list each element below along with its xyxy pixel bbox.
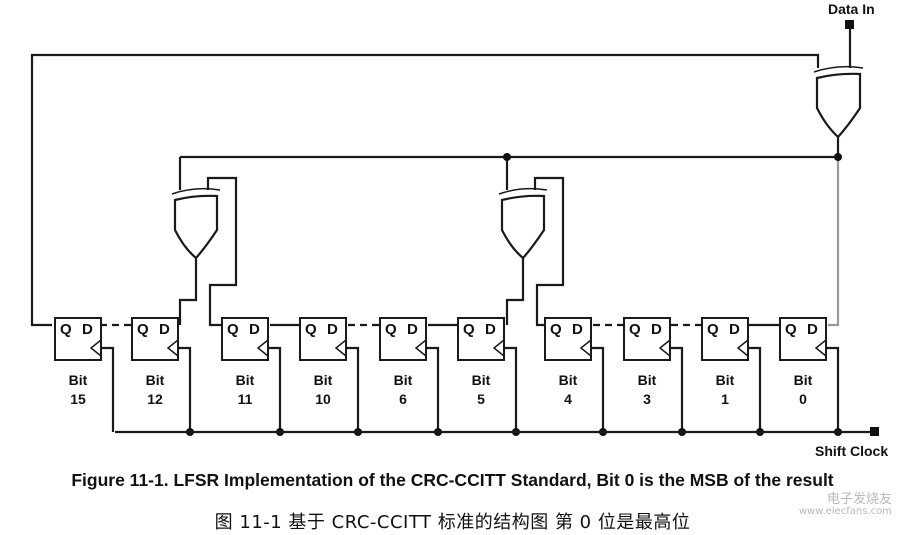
q-pin-label: Q	[305, 321, 317, 338]
xor-gate-middle	[498, 176, 565, 327]
clock-wire	[101, 346, 115, 432]
bit-number-label: 1	[721, 391, 729, 407]
d-pin-label: D	[327, 321, 338, 338]
d-pin-label: D	[407, 321, 418, 338]
clock-input-icon	[814, 339, 827, 357]
register-box	[701, 317, 749, 361]
bit-number-label: 15	[70, 391, 86, 407]
clock-wire	[268, 346, 282, 432]
register-box	[457, 317, 505, 361]
register-box	[379, 317, 427, 361]
bit-number-label: 3	[643, 391, 651, 407]
data-in-pin	[845, 20, 854, 29]
figure-caption-chinese: 图 11-1 基于 CRC-CCITT 标准的结构图 第 0 位是最高位	[214, 512, 691, 533]
watermark-text: 电子发烧友	[826, 492, 892, 507]
bit-number-label: 6	[399, 391, 407, 407]
d-pin-label: D	[651, 321, 662, 338]
junction-dot	[834, 153, 842, 161]
register-box	[544, 317, 592, 361]
q-pin-label: Q	[629, 321, 641, 338]
data-in-label: Data In	[828, 1, 875, 17]
watermark-url: www.elecfans.com	[798, 506, 892, 517]
d-pin-label: D	[807, 321, 818, 338]
bit-word-label: Bit	[559, 372, 578, 388]
bit-word-label: Bit	[638, 372, 657, 388]
bit-word-label: Bit	[394, 372, 413, 388]
d-pin-label: D	[82, 321, 93, 338]
d-pin-label: D	[249, 321, 260, 338]
register-box	[623, 317, 671, 361]
clock-wire	[504, 346, 518, 432]
clock-wire	[826, 346, 840, 432]
junction-dot	[503, 153, 511, 161]
register-box	[54, 317, 102, 361]
clock-input-icon	[736, 339, 749, 357]
xor-gate-left	[171, 176, 238, 327]
watermark-logo: 电子发烧友 www.elecfans.com	[798, 478, 900, 528]
bit-number-label: 4	[564, 391, 572, 407]
q-pin-label: Q	[227, 321, 239, 338]
d-pin-label: D	[485, 321, 496, 338]
clock-input-icon	[414, 339, 427, 357]
xor-gate-data-in	[813, 65, 864, 139]
bit-word-label: Bit	[716, 372, 735, 388]
d-pin-label: D	[572, 321, 583, 338]
register-box	[131, 317, 179, 361]
clock-wire	[748, 346, 762, 432]
clock-input-icon	[492, 339, 505, 357]
bit-number-label: 5	[477, 391, 485, 407]
q-pin-label: Q	[60, 321, 72, 338]
bit-word-label: Bit	[794, 372, 813, 388]
q-pin-label: Q	[463, 321, 475, 338]
figure-caption-english: Figure 11-1. LFSR Implementation of the …	[71, 470, 834, 490]
clock-wire	[346, 346, 360, 432]
feedback-wires	[30, 25, 852, 327]
bit-number-label: 11	[238, 391, 253, 407]
bit-number-label: 0	[799, 391, 807, 407]
clock-input-icon	[166, 339, 179, 357]
bit-word-label: Bit	[236, 372, 255, 388]
clock-input-icon	[89, 339, 102, 357]
bit-word-label: Bit	[314, 372, 333, 388]
q-pin-label: Q	[550, 321, 562, 338]
clock-wire	[670, 346, 684, 432]
bit-word-label: Bit	[69, 372, 88, 388]
clock-wire	[426, 346, 440, 432]
register-box	[779, 317, 827, 361]
bit-number-label: 12	[147, 391, 163, 407]
d-pin-label: D	[729, 321, 740, 338]
q-pin-label: Q	[385, 321, 397, 338]
shift-clock-label: Shift Clock	[815, 443, 888, 459]
clock-input-icon	[334, 339, 347, 357]
clock-input-icon	[579, 339, 592, 357]
q-pin-label: Q	[137, 321, 149, 338]
bit-word-label: Bit	[146, 372, 165, 388]
q-pin-label: Q	[707, 321, 719, 338]
register-box	[221, 317, 269, 361]
shift-clock-pin	[870, 427, 879, 436]
clock-input-icon	[256, 339, 269, 357]
clock-wire	[591, 346, 605, 432]
bit-word-label: Bit	[472, 372, 491, 388]
q-pin-label: Q	[785, 321, 797, 338]
register-box	[299, 317, 347, 361]
clock-input-icon	[658, 339, 671, 357]
bit-number-label: 10	[315, 391, 331, 407]
clock-wire	[178, 346, 192, 432]
d-pin-label: D	[159, 321, 170, 338]
